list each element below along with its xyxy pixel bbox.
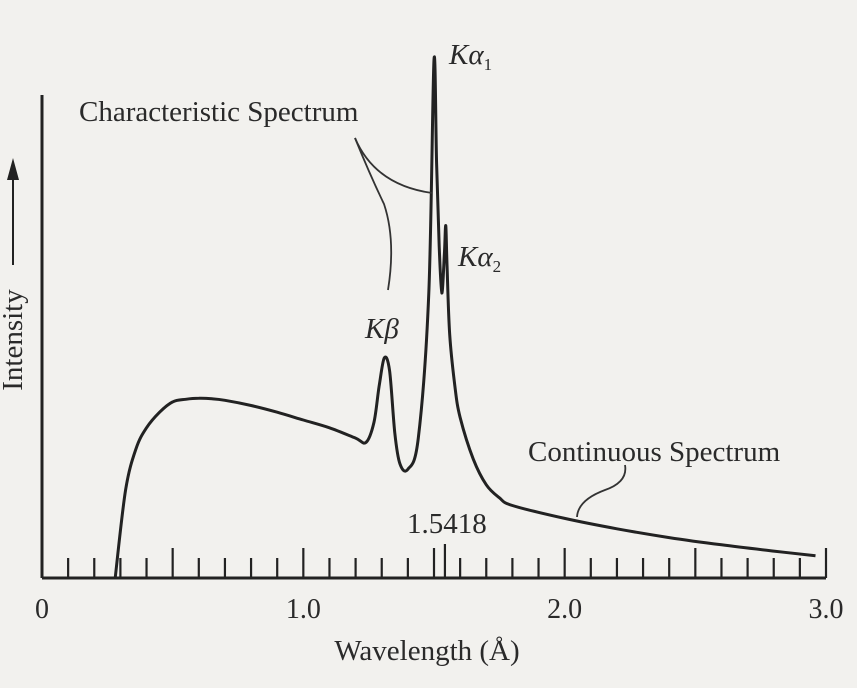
characteristic-leader-2 bbox=[354, 137, 393, 291]
continuous-spectrum-label: Continuous Spectrum bbox=[528, 436, 781, 468]
characteristic-spectrum-label: Characteristic Spectrum bbox=[79, 96, 359, 128]
kalpha2-label: Kα2 bbox=[457, 241, 501, 276]
y-axis-label: Intensity bbox=[0, 289, 29, 391]
x-tick-label: 2.0 bbox=[547, 594, 582, 625]
kalpha1-sub: 1 bbox=[484, 55, 493, 74]
kalpha2-greek: α bbox=[477, 241, 493, 273]
x-tick-labels: 0 1.0 2.0 3.0 bbox=[35, 594, 844, 625]
intensity-arrow-head bbox=[7, 158, 19, 180]
wavelength-mark-label: 1.5418 bbox=[407, 508, 487, 540]
kbeta-label: Kβ bbox=[364, 313, 399, 345]
spectrum-curve bbox=[113, 55, 816, 579]
kalpha1-label: Kα1 bbox=[448, 39, 492, 74]
kalpha2-base: K bbox=[457, 241, 479, 273]
x-tick-label: 0 bbox=[35, 594, 49, 625]
axes bbox=[40, 95, 826, 580]
continuous-leader bbox=[576, 464, 627, 518]
kbeta-greek: β bbox=[383, 313, 399, 345]
x-tick-label: 3.0 bbox=[809, 594, 844, 625]
x-tick-label: 1.0 bbox=[286, 594, 321, 625]
tick-marks bbox=[67, 544, 828, 578]
kalpha1-greek: α bbox=[468, 39, 484, 71]
kalpha1-base: K bbox=[448, 39, 470, 71]
x-axis-label: Wavelength (Å) bbox=[334, 635, 519, 667]
kbeta-base: K bbox=[364, 313, 386, 345]
kalpha2-sub: 2 bbox=[493, 257, 502, 276]
